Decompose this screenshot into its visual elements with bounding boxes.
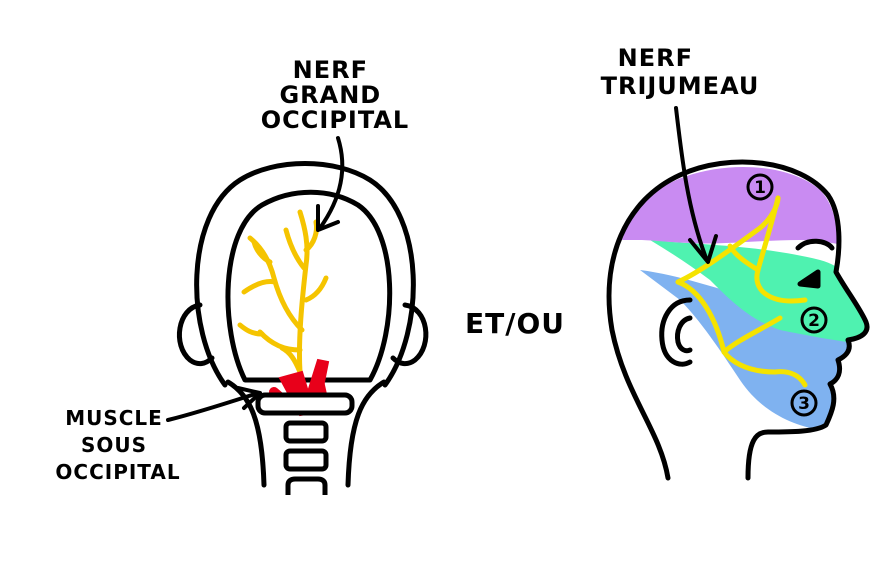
back-of-head: [176, 161, 429, 488]
trigeminal-nerve: [675, 195, 808, 388]
vertebra-3: [283, 448, 329, 472]
arrow-suboccipital: [166, 386, 262, 422]
vertebrae: [255, 392, 355, 495]
atlas: [255, 392, 355, 416]
label-suboccipital: MUSCLE SOUS OCCIPITAL: [55, 406, 180, 484]
greater-occipital-nerve: [237, 209, 329, 375]
svg-text:3: 3: [798, 394, 810, 414]
arrow-trigeminal: [674, 106, 718, 264]
branch-3-marker: 3: [790, 389, 818, 417]
vertebra-2: [283, 420, 329, 444]
branch-1-marker: 1: [746, 173, 774, 201]
ear-inner: [675, 315, 693, 354]
branch-markers: 1 2 3: [746, 173, 828, 417]
outer-skull: [194, 161, 416, 388]
skull-back: [606, 159, 831, 481]
neck-left: [225, 379, 267, 488]
side-head-outline: [606, 159, 870, 481]
branch-2-marker: 2: [800, 306, 828, 334]
svg-text:2: 2: [808, 311, 820, 331]
left-ear: [176, 302, 215, 367]
eye: [797, 269, 821, 289]
arrow-greater-occipital: [316, 136, 345, 232]
eyebrow: [795, 238, 835, 251]
label-trigeminal: NERF TRIJUMEAU: [601, 44, 760, 100]
neck-right: [345, 379, 387, 488]
face-profile: [745, 192, 870, 481]
vertebra-4: [285, 476, 328, 495]
svg-text:1: 1: [754, 178, 766, 198]
label-greater-occipital: NERF GRAND OCCIPITAL: [261, 56, 409, 134]
conjunction-text: ET/OU: [465, 307, 565, 340]
inner-skull: [225, 189, 393, 383]
ear-outer: [659, 297, 693, 367]
